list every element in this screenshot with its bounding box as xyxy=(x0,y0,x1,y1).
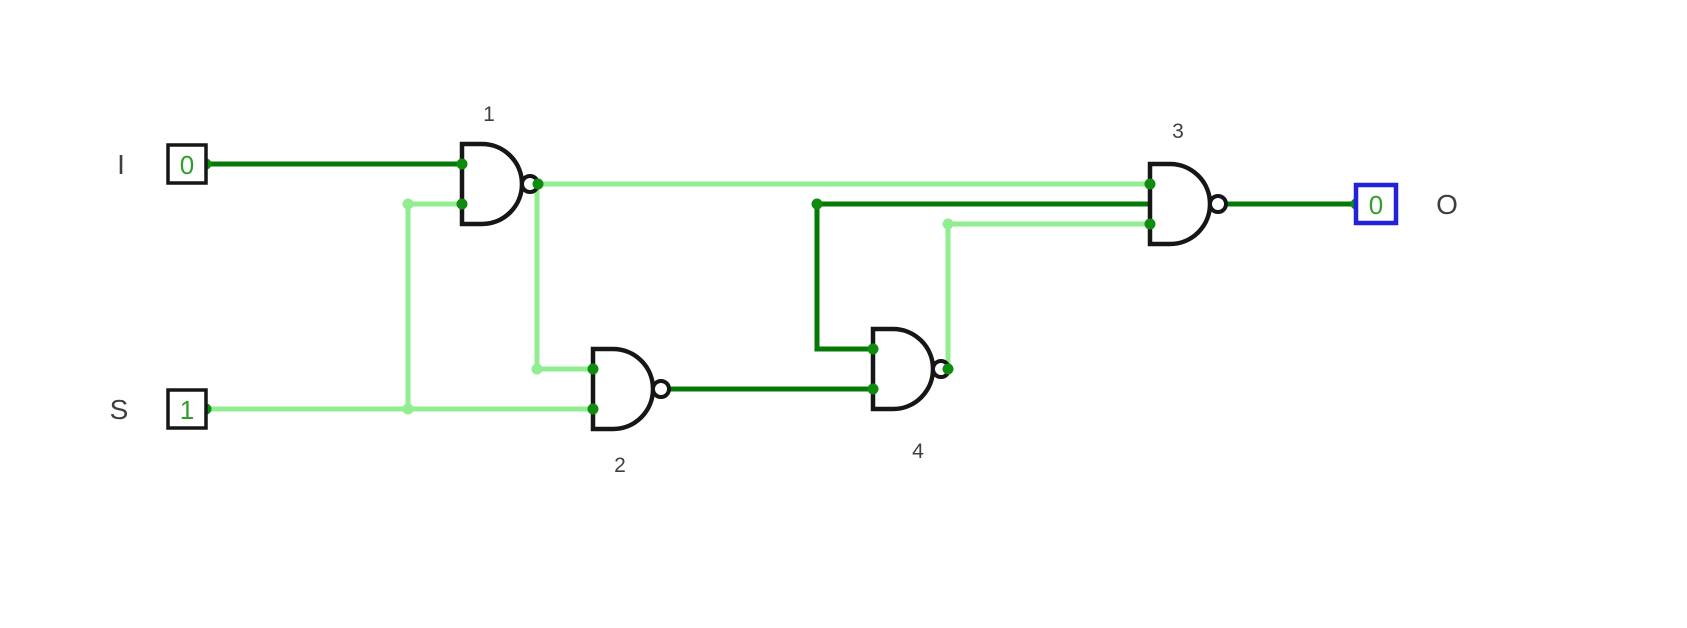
wire-junction-dot xyxy=(1144,218,1156,230)
nand-gate-body[interactable] xyxy=(870,326,936,412)
output-name-label: O xyxy=(1436,189,1458,220)
wire-junction-dot xyxy=(456,158,468,170)
wire-input-S-branch-to-gate1-in-b[interactable] xyxy=(405,201,462,409)
gate-number-label: 1 xyxy=(483,103,495,126)
input-name-label: S xyxy=(110,394,129,425)
wire-junction-dot xyxy=(1144,178,1156,190)
wire-junction-dot xyxy=(942,363,954,375)
gate-number-label: 2 xyxy=(614,454,626,477)
input-terminal-S: 1S xyxy=(110,388,208,430)
gate-nand-3[interactable]: 3 xyxy=(1147,120,1228,247)
nand-inversion-bubble-icon xyxy=(1208,194,1228,214)
wire-junction-dot xyxy=(532,178,544,190)
wire-junction-dot xyxy=(402,403,414,415)
wire-junction-dot xyxy=(531,363,543,375)
nand-inversion-bubble-icon xyxy=(651,379,671,399)
gate-number-label: 4 xyxy=(912,440,924,463)
input-name-label: I xyxy=(117,149,125,180)
nand-gate-body[interactable] xyxy=(1147,161,1213,247)
input-value-box[interactable] xyxy=(166,388,208,430)
input-value: 0 xyxy=(180,150,194,180)
gate-number-label: 3 xyxy=(1172,120,1184,143)
nand-gate-body[interactable] xyxy=(590,346,656,432)
input-terminal-I: 0I xyxy=(117,143,208,185)
nand-gate-body[interactable] xyxy=(459,141,525,227)
wire-junction-dot xyxy=(456,198,468,210)
wire-junction-dot xyxy=(587,363,599,375)
wire-gate1-out-branch-to-gate2-in-a[interactable] xyxy=(534,184,593,372)
wire-junction-dot xyxy=(402,198,414,210)
wire-gate4-out-to-gate3-in-b[interactable] xyxy=(945,221,1150,369)
gate-nand-4[interactable]: 4 xyxy=(870,326,951,463)
wire-junction-dot xyxy=(811,198,823,210)
gate-nand-1[interactable]: 1 xyxy=(459,103,540,227)
wire-junction-dot xyxy=(867,383,879,395)
output-value-box[interactable] xyxy=(1353,182,1399,226)
gate-nand-2[interactable]: 2 xyxy=(590,346,671,477)
wire-gate3-out-feedback-to-gate4-in-a[interactable] xyxy=(814,201,1232,352)
wire-junction-dot xyxy=(867,343,879,355)
wire-junction-dot xyxy=(942,218,954,230)
input-value: 1 xyxy=(180,395,194,425)
wire-junction-dot xyxy=(587,403,599,415)
input-value-box[interactable] xyxy=(166,143,208,185)
output-value: 0 xyxy=(1369,190,1383,220)
